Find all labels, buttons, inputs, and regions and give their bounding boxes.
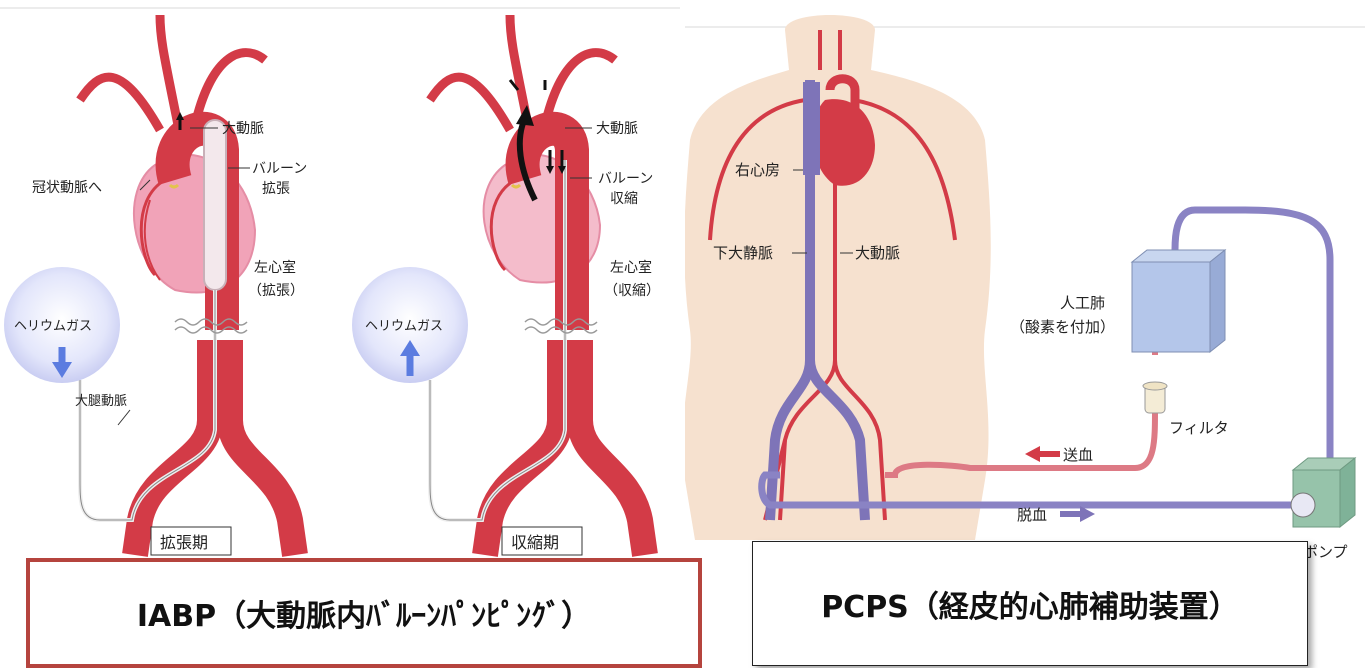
- label-pump: ポンプ: [1303, 543, 1348, 561]
- label-lv-contract: （収縮）: [604, 283, 660, 299]
- oxygenator: [1132, 250, 1225, 352]
- pcps-caption-text: PCPS（経皮的心肺補助装置）: [821, 582, 1239, 626]
- pcps-caption-box: PCPS（経皮的心肺補助装置）: [752, 541, 1308, 666]
- label-helium-right: ヘリウムガス: [365, 319, 443, 334]
- label-helium-left: ヘリウムガス: [14, 319, 92, 334]
- right-atrium-shape: [803, 82, 820, 175]
- label-balloon-inflate-state: 拡張: [262, 181, 290, 197]
- label-oxygenator-note: （酸素を付加）: [1010, 318, 1115, 336]
- label-balloon-deflate-state: 収縮: [610, 191, 638, 207]
- label-diastole: 拡張期: [160, 533, 208, 552]
- label-oxygenator: 人工肺: [1060, 294, 1105, 312]
- iabp-caption-text: IABP（大動脈内ﾊﾞﾙｰﾝﾊﾟﾝﾋﾟﾝｸﾞ）: [137, 591, 591, 635]
- iabp-balloon: [204, 120, 226, 290]
- label-lv-right: 左心室: [610, 259, 652, 276]
- label-aorta-right: 大動脈: [596, 121, 638, 137]
- label-lv-left: 左心室: [254, 259, 296, 276]
- iabp-caption-box: IABP（大動脈内ﾊﾞﾙｰﾝﾊﾟﾝﾋﾟﾝｸﾞ）: [26, 558, 702, 668]
- filter-device: [1143, 382, 1167, 413]
- label-filter: フィルタ: [1169, 419, 1229, 437]
- label-aorta-left: 大動脈: [222, 121, 264, 137]
- centrifugal-pump: [1291, 458, 1355, 527]
- iabp-systole-illustration: [352, 15, 645, 555]
- label-ivc: 下大静脈: [713, 244, 773, 262]
- label-femoral: 大腿動脈: [75, 394, 127, 409]
- label-right-atrium: 右心房: [735, 161, 780, 179]
- label-blood-send: 送血: [1063, 446, 1093, 464]
- body-silhouette: [685, 15, 991, 540]
- label-pcps-aorta: 大動脈: [855, 244, 900, 262]
- label-systole: 収縮期: [511, 533, 559, 552]
- label-lv-dilate: （拡張）: [248, 283, 304, 299]
- send-arrow: [1025, 446, 1060, 462]
- label-balloon-inflate: バルーン: [252, 161, 307, 177]
- label-balloon-deflate: バルーン: [598, 171, 653, 187]
- label-blood-drain: 脱血: [1017, 506, 1047, 524]
- label-coronary: 冠状動脈へ: [32, 180, 102, 196]
